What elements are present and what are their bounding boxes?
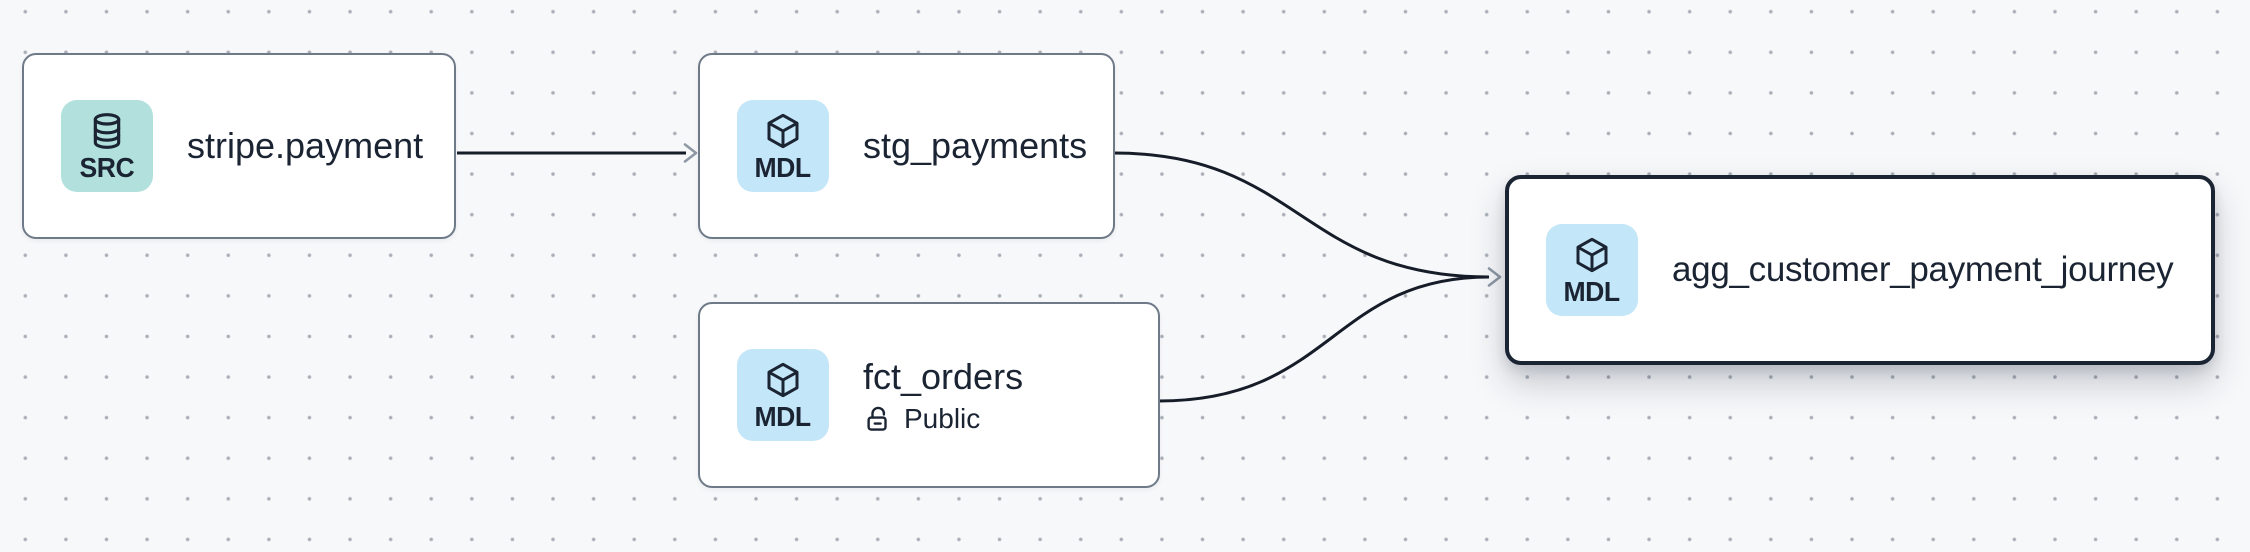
badge-label: MDL bbox=[1563, 275, 1621, 307]
arrowhead-icon bbox=[1487, 267, 1502, 287]
node-title: stripe.payment bbox=[187, 125, 424, 167]
database-icon bbox=[93, 112, 121, 149]
model-type-badge: MDL bbox=[737, 349, 829, 441]
arrowhead-icon bbox=[683, 143, 698, 163]
node-text-block: fct_orders Public bbox=[863, 356, 1023, 433]
source-type-badge: SRC bbox=[61, 100, 153, 192]
node-agg-customer-payment-journey[interactable]: MDL agg_customer_payment_journey bbox=[1505, 175, 2215, 365]
node-title: stg_payments bbox=[863, 125, 1088, 167]
model-type-badge: MDL bbox=[737, 100, 829, 192]
node-title: agg_customer_payment_journey bbox=[1672, 249, 2174, 289]
node-stg-payments[interactable]: MDL stg_payments bbox=[698, 53, 1115, 239]
cube-icon bbox=[1576, 237, 1608, 272]
badge-label: SRC bbox=[79, 151, 135, 183]
edge-fct-orders-to-agg-customer-payment-journey bbox=[1158, 275, 1490, 403]
edge-stg-payments-to-agg-customer-payment-journey bbox=[1113, 151, 1490, 279]
node-title: fct_orders bbox=[863, 356, 1024, 398]
node-fct-orders[interactable]: MDL fct_orders Public bbox=[698, 302, 1160, 488]
cube-icon bbox=[767, 113, 799, 148]
unlock-icon bbox=[867, 406, 887, 431]
node-stripe-payment[interactable]: SRC stripe.payment bbox=[22, 53, 456, 239]
badge-label: MDL bbox=[754, 151, 812, 183]
access-row: Public bbox=[863, 404, 1023, 434]
cube-icon bbox=[767, 362, 799, 397]
access-label: Public bbox=[904, 402, 981, 434]
badge-label: MDL bbox=[754, 400, 812, 432]
model-type-badge: MDL bbox=[1546, 224, 1638, 316]
